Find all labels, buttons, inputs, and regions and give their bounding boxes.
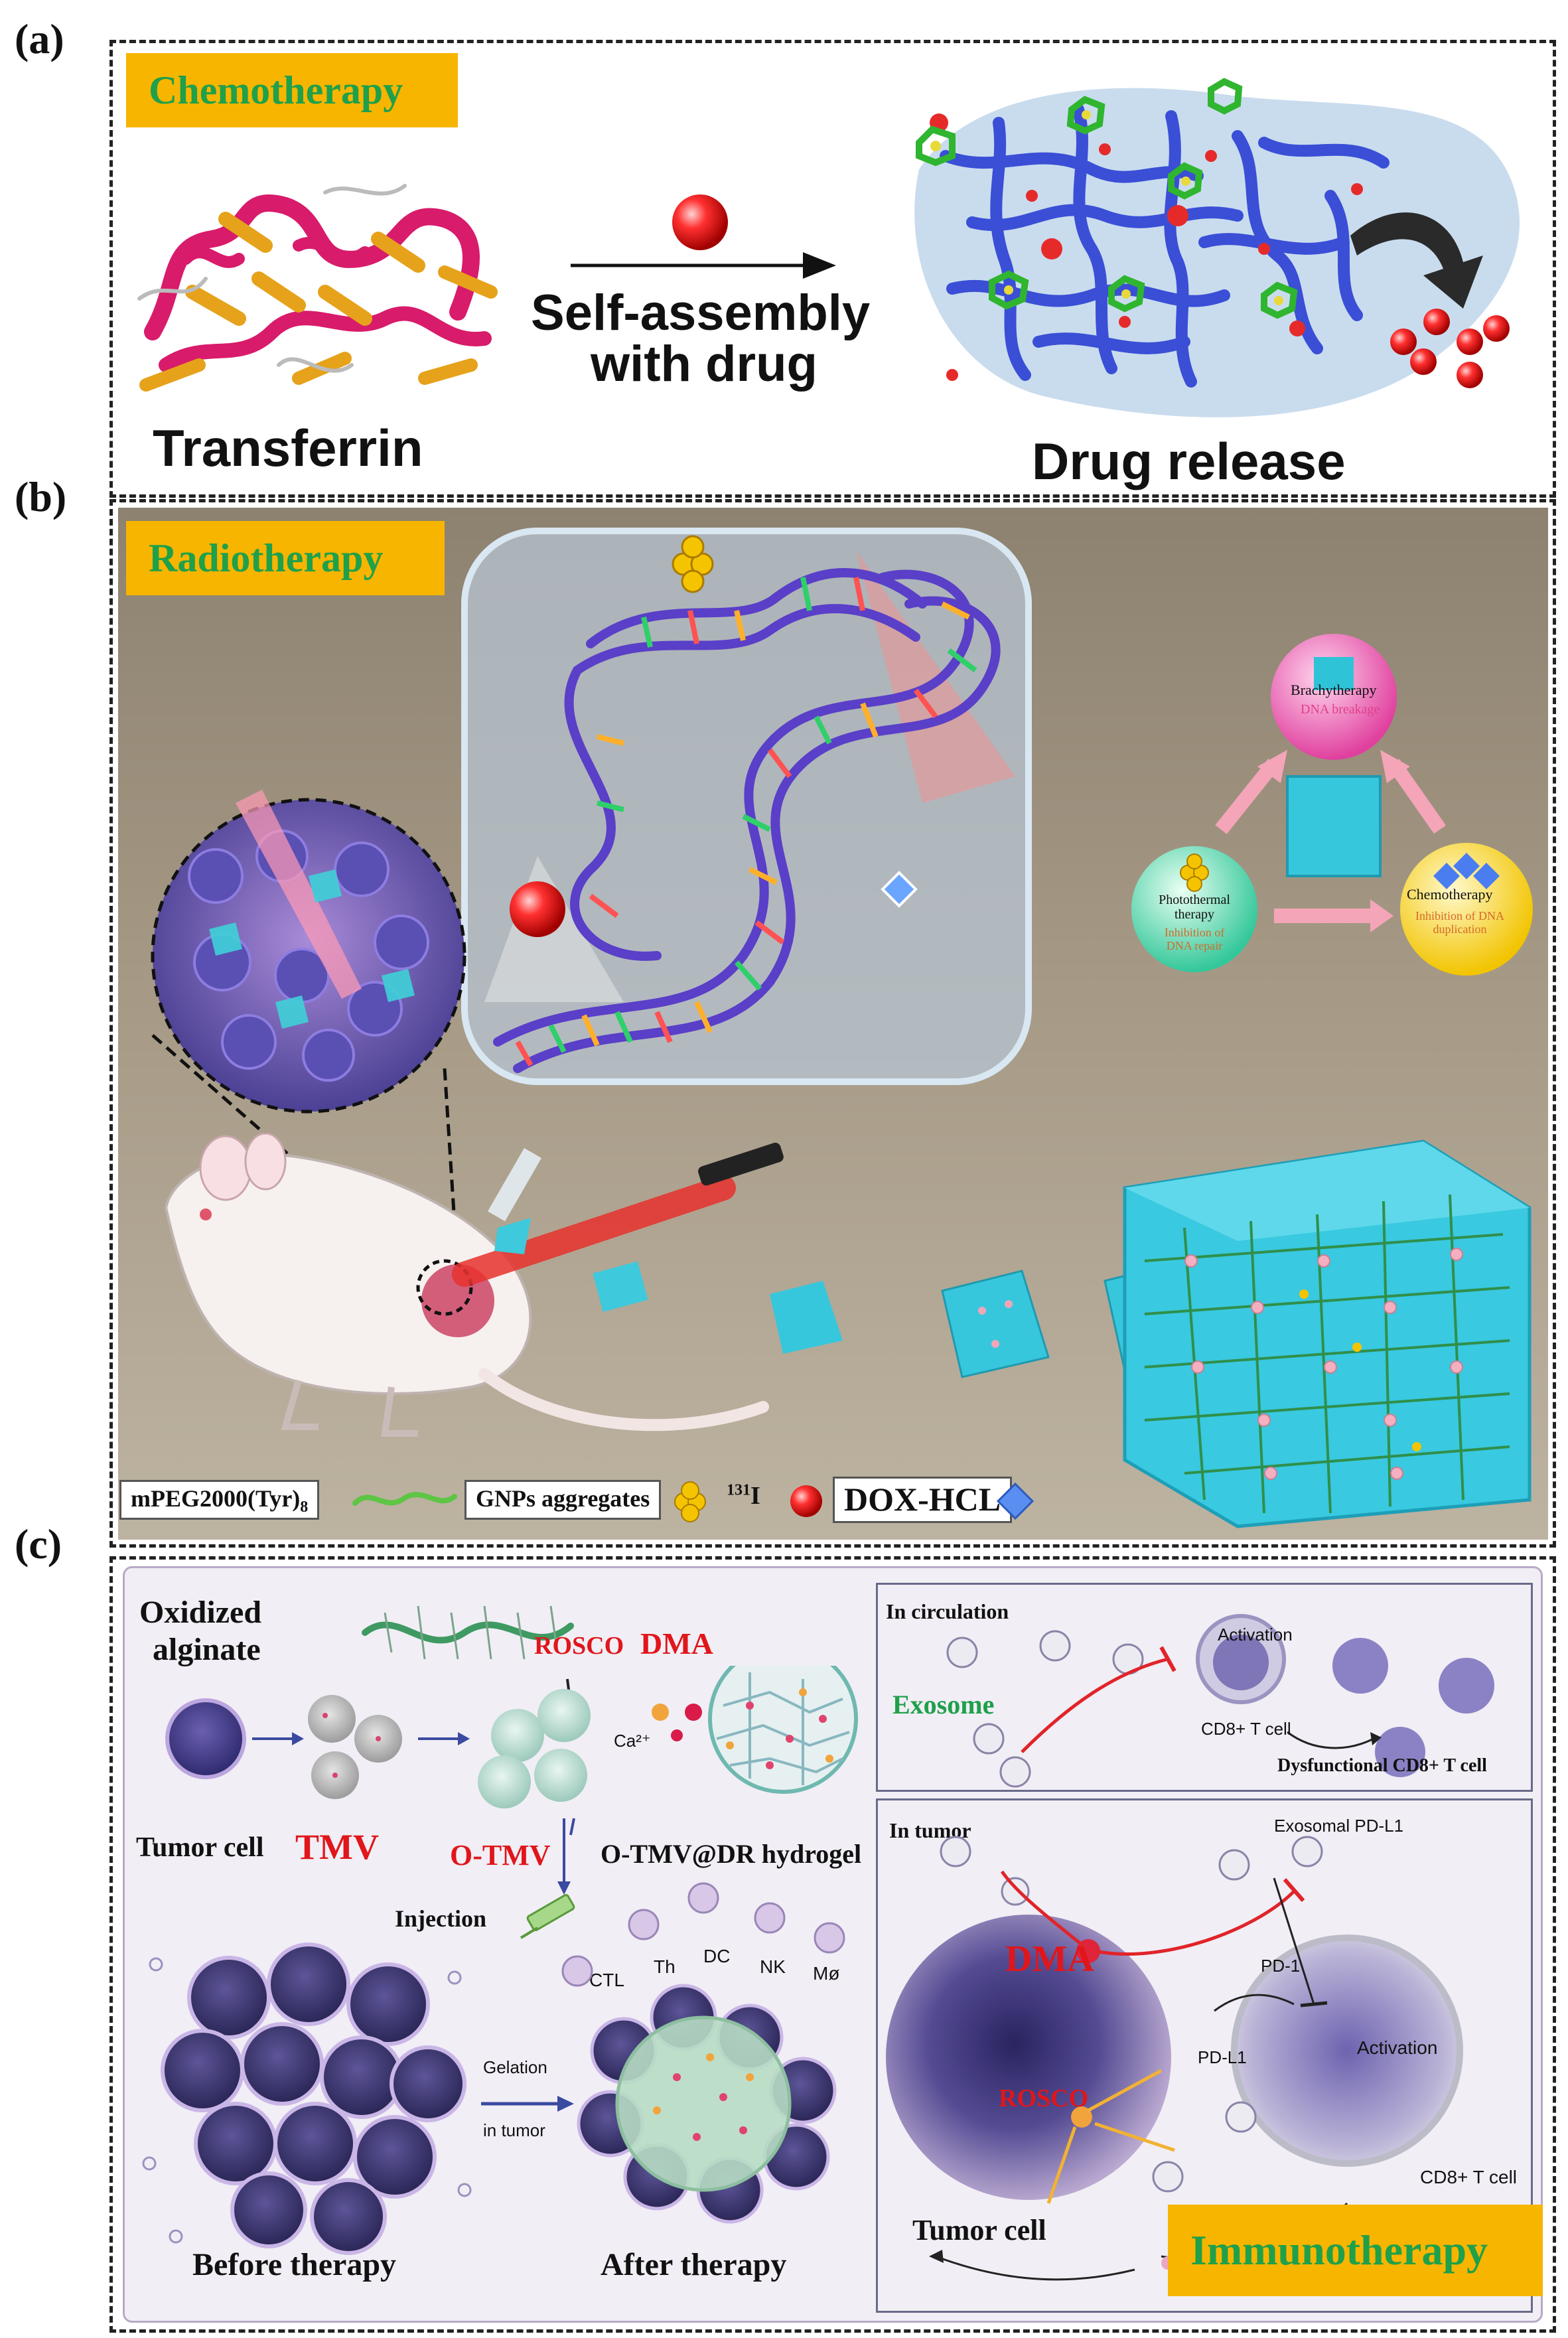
pd1-label: PD-1: [1261, 1956, 1301, 1976]
oxidized-label: Oxidized: [139, 1595, 262, 1630]
ctl-label: CTL: [589, 1970, 624, 1990]
legend-iodine-symbol: I: [750, 1482, 760, 1510]
dox-diamond-icon: [996, 1482, 1034, 1520]
transferrin-label: Transferrin: [153, 419, 423, 477]
cycle-chemotherapy-label: Chemotherapy: [1407, 886, 1493, 903]
exosomal-pdl1-label: Exosomal PD-L1: [1274, 1816, 1404, 1836]
cycle-dna-breakage-label: DNA breakage: [1301, 702, 1380, 717]
panel-c-letter: (c): [15, 1520, 62, 1568]
legend-iodine-label: 131I: [727, 1481, 760, 1510]
legend-item-dox: DOX-HCL: [833, 1477, 1013, 1523]
mouse-illustration: [164, 1132, 784, 1437]
th-label: Th: [654, 1956, 676, 1977]
exosome-label: Exosome: [892, 1690, 995, 1719]
legend-iodine-superscript: 131: [727, 1481, 750, 1499]
after-therapy-tumor: [561, 1882, 845, 2224]
drug-loaded-hydrogel-network: [914, 78, 1520, 417]
syringe-icon: [520, 1894, 575, 1939]
before-therapy-tumor: [142, 1942, 472, 2255]
injection-label: Injection: [395, 1905, 486, 1932]
calcium-label: Ca²⁺: [614, 1731, 651, 1751]
tumor-microenvironment-illustration: [886, 1836, 1463, 2281]
dc-label: DC: [703, 1946, 731, 1966]
dna-damage-inset: [461, 528, 1032, 1085]
polymer-chain-icon: [352, 1492, 457, 1506]
dysfunctional-cd8-label: Dysfunctional CD8+ T cell: [1277, 1755, 1487, 1776]
with-drug-label: with drug: [591, 336, 818, 392]
pdl1-label: PD-L1: [1198, 2047, 1247, 2067]
before-therapy-label: Before therapy: [192, 2247, 397, 2282]
after-therapy-label: After therapy: [601, 2247, 787, 2282]
macrophage-label: Mø: [813, 1963, 840, 1984]
nk-label: NK: [760, 1956, 786, 1977]
panel-a-letter: (a): [15, 15, 64, 62]
panel-b-letter: (b): [15, 473, 67, 520]
gold-nanoparticle-icon: [674, 1481, 706, 1522]
cycle-dna-repair-label: Inhibition of DNA repair: [1164, 926, 1225, 952]
alginate-chain-illustration: [362, 1605, 574, 1660]
in-tumor-gelation-label: in tumor: [483, 2120, 545, 2140]
legend-mpeg-label: mPEG2000(Tyr): [131, 1485, 301, 1512]
cycle-dna-duplication-label: Inhibition of DNA duplication: [1415, 909, 1504, 936]
legend-item-gnps: GNPs aggregates: [464, 1480, 662, 1520]
tmv-preparation-flow: [165, 1666, 858, 1836]
panel-b-frame: [109, 499, 1556, 1548]
cd8-bottom-label: CD8+ T cell: [1420, 2167, 1518, 2187]
gelation-label: Gelation: [483, 2057, 547, 2077]
therapy-cycle-diagram: [1131, 634, 1533, 976]
gelation-arrow: [481, 2096, 574, 2112]
hydrogel-label: O-TMV@DR hydrogel: [601, 1839, 862, 1869]
rosco-label-large: ROSCO: [999, 2084, 1089, 2112]
self-assembly-arrow: [571, 252, 836, 279]
legend-item-mpeg: mPEG2000(Tyr)8: [119, 1480, 320, 1520]
transferrin-protein-illustration: [137, 184, 498, 392]
otmv-label: O-TMV: [450, 1839, 551, 1871]
in-circulation-label: In circulation: [886, 1599, 1009, 1623]
rosco-label-top: ROSCO: [534, 1632, 624, 1660]
hydrogel-cube-small: [770, 1281, 843, 1354]
panel-c-tag: Immunotherapy: [1168, 2205, 1543, 2296]
injection-flow-arrow: [557, 1818, 571, 1895]
alginate-label: alginate: [153, 1632, 261, 1667]
panel-a-frame: [109, 40, 1556, 498]
hydrogel-cube-network: [1123, 1139, 1532, 1528]
self-assembly-label: Self-assembly: [531, 285, 871, 341]
cycle-photothermal-label: Photothermal therapy: [1159, 893, 1230, 922]
tumor-magnified-circle: [151, 790, 466, 1114]
hydrogel-cube-medium: [941, 1270, 1050, 1378]
dma-label-large: DMA: [1005, 1938, 1094, 1980]
cycle-brachytherapy-label: Brachytherapy: [1291, 682, 1377, 698]
tumor-cell-bottom-label: Tumor cell: [912, 2214, 1046, 2246]
panel-c-frame: [109, 1556, 1556, 2333]
tmv-label: TMV: [295, 1827, 379, 1867]
tumor-cell-label: Tumor cell: [136, 1832, 264, 1863]
cd8-top-label: CD8+ T cell: [1201, 1719, 1291, 1739]
legend-mpeg-subscript: 8: [300, 1498, 309, 1516]
legend-gnps-label: GNPs aggregates: [476, 1485, 650, 1512]
drug-release-label: Drug release: [1032, 432, 1346, 490]
iodine-sphere-icon: [790, 1485, 822, 1517]
dma-label-top: DMA: [640, 1627, 713, 1660]
legend-dox-label: DOX-HCL: [844, 1481, 1001, 1518]
panel-a-tag: Chemotherapy: [126, 53, 458, 127]
activation-bottom-label: Activation: [1357, 2037, 1438, 2058]
activation-top-label: Activation: [1218, 1625, 1293, 1644]
panel-b-tag: Radiotherapy: [126, 521, 445, 595]
circulation-illustration: [946, 1614, 1494, 1788]
drug-sphere-icon: [672, 194, 728, 250]
